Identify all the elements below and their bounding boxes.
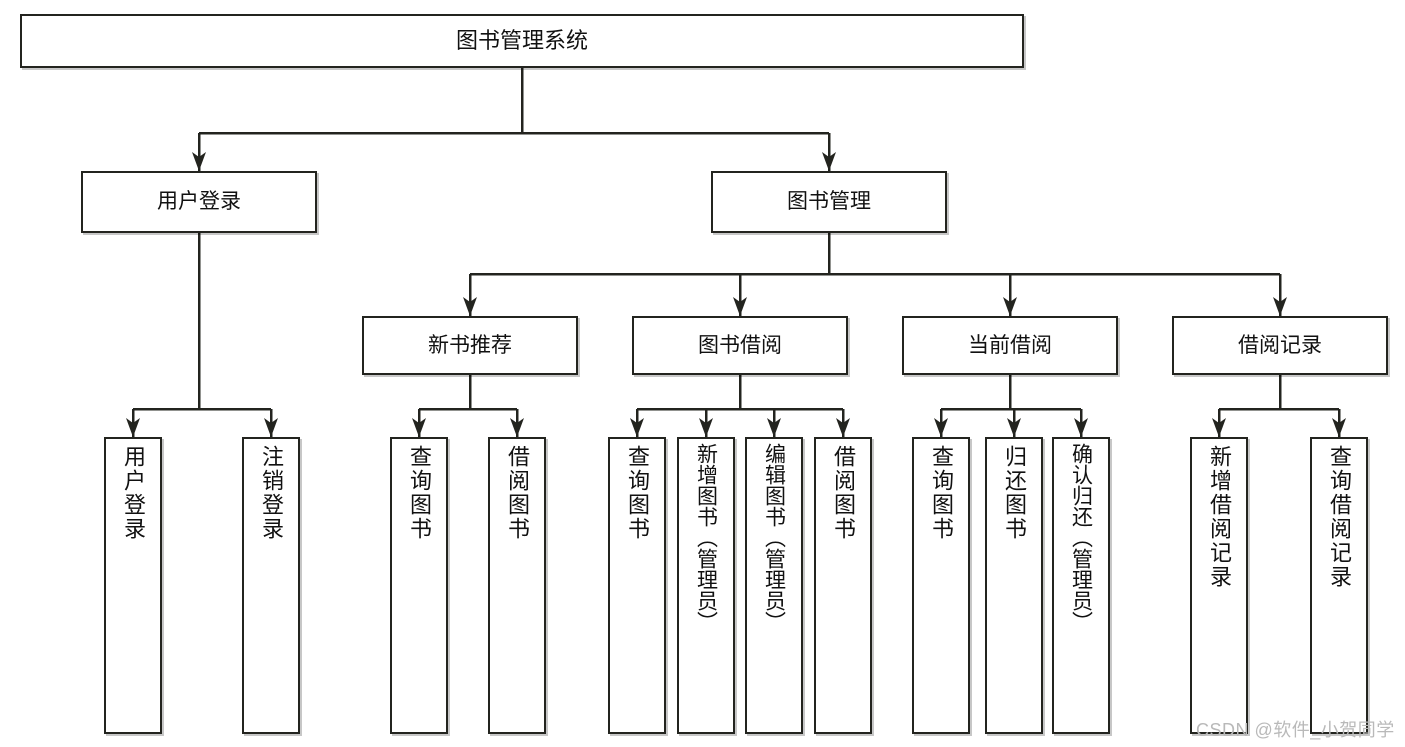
arrow-icon-leaf-query-book-3 [934, 418, 948, 437]
node-label-root: 图书管理系统 [455, 27, 588, 53]
node-current-borrow[interactable]: 当前借阅 [902, 316, 1118, 375]
node-label-leaf-query-book-1: 查询图书 [407, 445, 432, 541]
node-root[interactable]: 图书管理系统 [20, 14, 1024, 68]
node-label-leaf-edit-book: 编辑图书（管理员） [762, 443, 786, 632]
node-book-manage[interactable]: 图书管理 [711, 171, 947, 233]
arrow-icon-leaf-add-book [699, 418, 713, 437]
node-user-login[interactable]: 用户登录 [81, 171, 317, 233]
node-leaf-logout[interactable]: 注销登录 [242, 437, 300, 734]
arrow-icon-leaf-edit-book [767, 418, 781, 437]
arrow-icon-leaf-query-book-2 [630, 418, 644, 437]
arrow-icon-borrow-record [1273, 297, 1287, 316]
arrow-icon-current-borrow [1003, 297, 1017, 316]
arrow-icon-user-login [192, 152, 206, 171]
node-label-borrow-record: 借阅记录 [1238, 333, 1322, 357]
arrow-icon-leaf-confirm-return [1074, 418, 1088, 437]
arrow-icon-leaf-borrow-book-1 [510, 418, 524, 437]
node-label-user-login: 用户登录 [157, 190, 241, 214]
node-label-leaf-borrow-book-1: 借阅图书 [505, 445, 530, 541]
arrow-icon-book-borrow [733, 297, 747, 316]
node-leaf-query-book-3[interactable]: 查询图书 [912, 437, 970, 734]
node-leaf-return-book[interactable]: 归还图书 [985, 437, 1043, 734]
node-label-current-borrow: 当前借阅 [968, 333, 1052, 357]
arrow-icon-new-book-recommend [463, 297, 477, 316]
node-label-leaf-query-book-3: 查询图书 [929, 445, 954, 541]
arrow-icon-leaf-query-record [1332, 418, 1346, 437]
node-label-leaf-borrow-book-2: 借阅图书 [831, 445, 856, 541]
node-label-book-borrow: 图书借阅 [698, 333, 782, 357]
node-borrow-record[interactable]: 借阅记录 [1172, 316, 1388, 375]
node-leaf-user-login[interactable]: 用户登录 [104, 437, 162, 734]
arrow-icon-book-manage [822, 152, 836, 171]
node-leaf-add-record[interactable]: 新增借阅记录 [1190, 437, 1248, 734]
arrow-icon-leaf-add-record [1212, 418, 1226, 437]
node-leaf-query-record[interactable]: 查询借阅记录 [1310, 437, 1368, 734]
node-leaf-query-book-1[interactable]: 查询图书 [390, 437, 448, 734]
node-leaf-confirm-return[interactable]: 确认归还（管理员） [1052, 437, 1110, 734]
node-label-new-book-recommend: 新书推荐 [428, 333, 512, 357]
node-label-leaf-add-book: 新增图书（管理员） [694, 443, 718, 632]
node-leaf-borrow-book-1[interactable]: 借阅图书 [488, 437, 546, 734]
node-label-leaf-query-record: 查询借阅记录 [1327, 445, 1352, 589]
arrow-icon-leaf-return-book [1007, 418, 1021, 437]
arrow-icon-leaf-user-login [126, 418, 140, 437]
node-leaf-edit-book[interactable]: 编辑图书（管理员） [745, 437, 803, 734]
node-new-book-recommend[interactable]: 新书推荐 [362, 316, 578, 375]
arrow-icon-leaf-borrow-book-2 [836, 418, 850, 437]
node-leaf-add-book[interactable]: 新增图书（管理员） [677, 437, 735, 734]
node-book-borrow[interactable]: 图书借阅 [632, 316, 848, 375]
node-label-leaf-logout: 注销登录 [259, 445, 284, 541]
node-label-leaf-user-login: 用户登录 [121, 445, 146, 541]
node-label-book-manage: 图书管理 [787, 190, 871, 214]
node-leaf-borrow-book-2[interactable]: 借阅图书 [814, 437, 872, 734]
node-leaf-query-book-2[interactable]: 查询图书 [608, 437, 666, 734]
watermark: CSDN @软件_小贺同学 [1196, 720, 1395, 740]
arrow-icon-leaf-query-book-1 [412, 418, 426, 437]
node-label-leaf-return-book: 归还图书 [1002, 445, 1027, 541]
arrow-icon-leaf-logout [264, 418, 278, 437]
node-label-leaf-confirm-return: 确认归还（管理员） [1069, 443, 1093, 632]
node-label-leaf-query-book-2: 查询图书 [625, 445, 650, 541]
node-label-leaf-add-record: 新增借阅记录 [1207, 445, 1232, 589]
